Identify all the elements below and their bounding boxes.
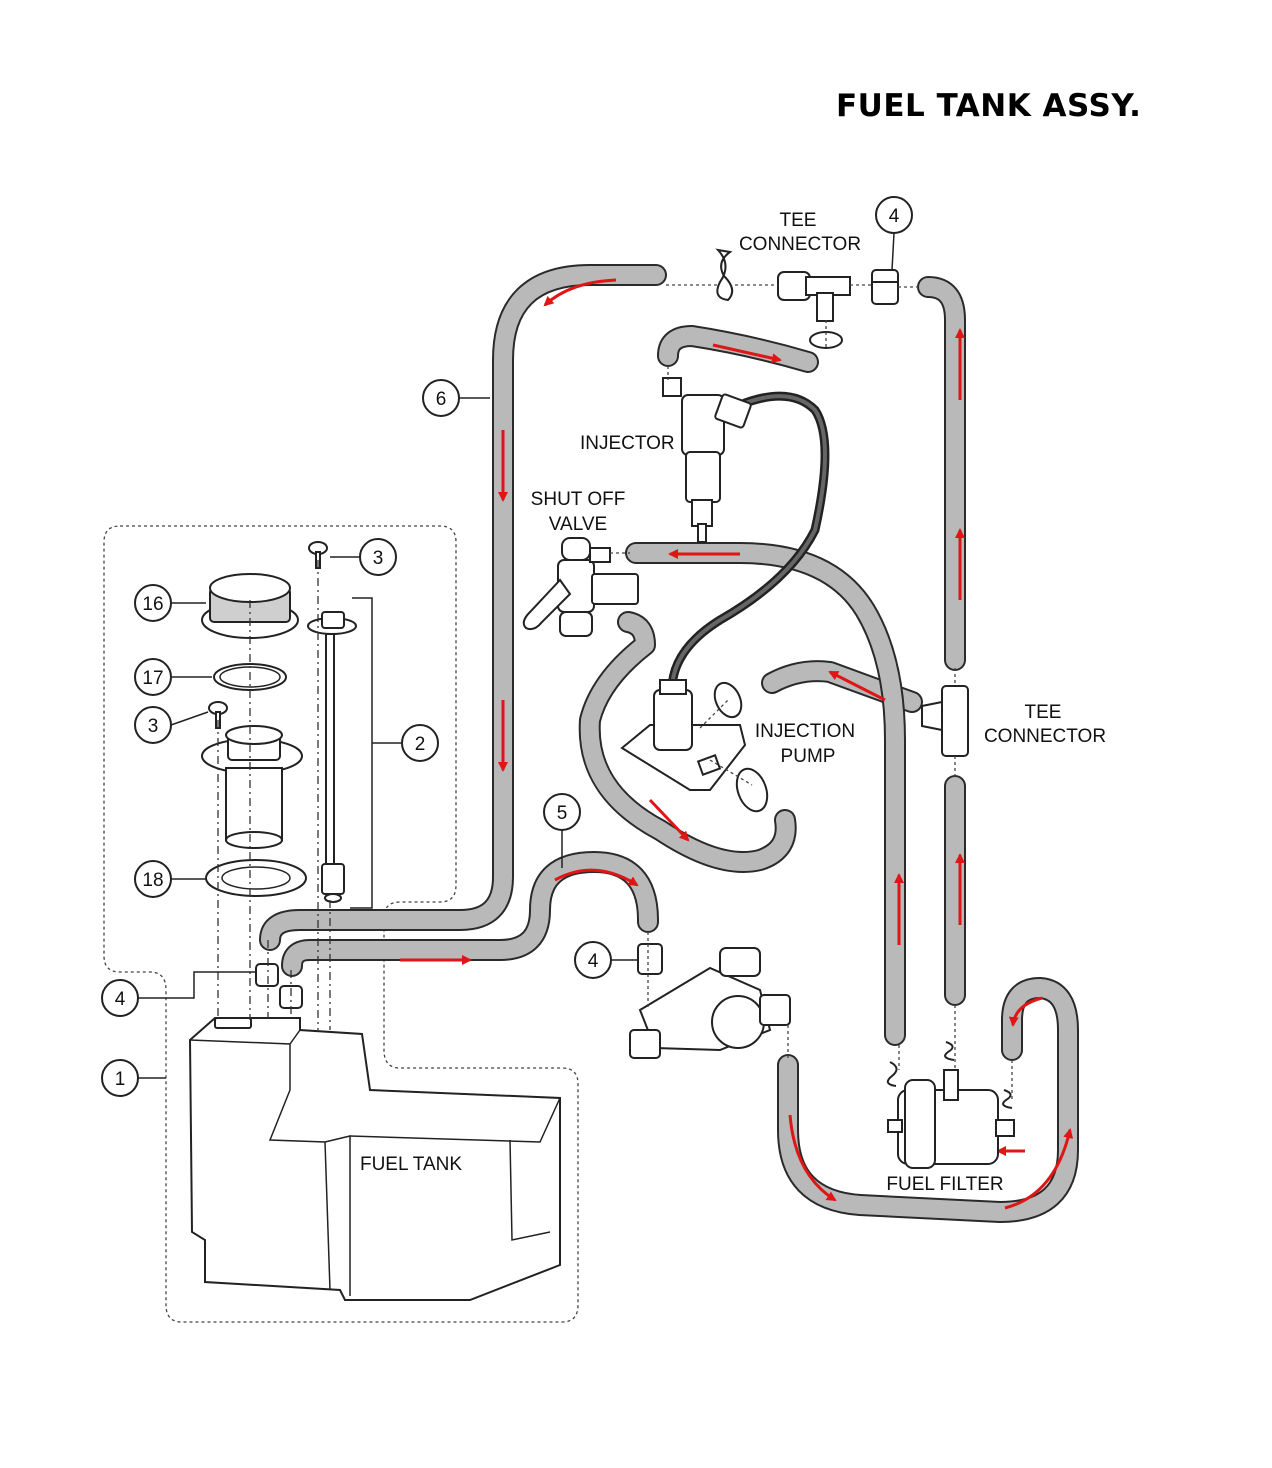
hose-valve-to-filter <box>625 542 906 1046</box>
callout-4-top: 4 <box>875 196 913 271</box>
label-tee-connector-right-line1: TEE <box>1025 702 1062 723</box>
label-tee-connector-right-line2: CONNECTOR <box>984 726 1106 747</box>
callout-1-text: 1 <box>115 1069 126 1090</box>
hose-clamp-tank-left <box>255 963 279 987</box>
filler-neck <box>201 725 303 849</box>
hose-clamp-top-left <box>715 248 734 302</box>
label-injection-pump-line2: PUMP <box>781 746 836 767</box>
callout-17-text: 17 <box>142 668 163 689</box>
label-tee-connector-top-line2: CONNECTOR <box>739 234 861 255</box>
injection-pump-part <box>620 679 747 791</box>
label-shut-off-valve-line2: VALVE <box>549 514 607 535</box>
gasket-18 <box>205 859 307 897</box>
callout-3-lower: 3 <box>134 706 209 744</box>
hose-5-supply <box>281 851 659 977</box>
shut-off-valve-part <box>522 537 639 637</box>
label-injector: INJECTOR <box>580 433 675 454</box>
fuel-filter-part <box>887 1069 1015 1169</box>
callout-2-text: 2 <box>415 734 426 755</box>
callout-5: 5 <box>543 793 581 868</box>
hose-tee-to-filter-top <box>917 276 966 671</box>
hose-clamp-mid <box>637 943 663 975</box>
hose-clamp-filter-mid <box>944 1041 955 1061</box>
hose-valve-to-pump-loop <box>578 611 797 873</box>
tee-connector-right <box>921 685 969 757</box>
callout-4-left: 4 <box>101 971 256 1017</box>
hose-clamp-top-right <box>871 269 899 305</box>
fuel-tank-part <box>188 1017 561 1301</box>
callout-16: 16 <box>134 584 206 622</box>
callout-2: 2 <box>372 724 439 762</box>
callout-17: 17 <box>134 658 212 696</box>
hose-injector-return <box>657 325 819 373</box>
callout-4-top-text: 4 <box>889 206 900 227</box>
tank-kit-boundary <box>103 525 579 1323</box>
callout-3-upper: 3 <box>330 538 397 576</box>
tee-connector-top <box>777 271 851 322</box>
hose-clamp-pump-lower <box>735 767 769 813</box>
callout-4-mid: 4 <box>574 941 638 979</box>
callout-18: 18 <box>134 860 206 898</box>
callout-5-text: 5 <box>557 803 568 824</box>
hose-clamp-filter-left <box>886 1061 898 1087</box>
label-injection-pump-line1: INJECTION <box>755 721 855 742</box>
diagram-title: FUEL TANK ASSY. <box>836 88 1142 124</box>
label-shut-off-valve-line1: SHUT OFF <box>531 489 626 510</box>
callout-1: 1 <box>101 1059 166 1097</box>
flow-arrows <box>400 278 1074 1210</box>
hose-6-return <box>259 264 667 951</box>
hose-filter-inlet-loop <box>777 977 1079 1223</box>
hose-clamp-pump-upper <box>713 681 743 719</box>
callout-4-left-text: 4 <box>115 989 126 1010</box>
callout-18-text: 18 <box>142 870 163 891</box>
callout-4-mid-text: 4 <box>588 951 599 972</box>
injector-part <box>662 377 752 543</box>
callout-3-upper-text: 3 <box>373 548 384 569</box>
assembly-centerlines <box>217 284 1013 1100</box>
callout-16-text: 16 <box>142 594 163 615</box>
callout-6: 6 <box>422 379 490 417</box>
elbow-fitting <box>629 947 791 1059</box>
label-tee-connector-top-line1: TEE <box>780 210 817 231</box>
label-fuel-filter: FUEL FILTER <box>886 1174 1003 1195</box>
hose-clamp-filter-right <box>1002 1089 1013 1109</box>
callout-3-lower-text: 3 <box>148 716 159 737</box>
fuel-sender-2 <box>307 611 357 903</box>
callout-6-text: 6 <box>436 389 447 410</box>
label-fuel-tank: FUEL TANK <box>360 1154 462 1175</box>
